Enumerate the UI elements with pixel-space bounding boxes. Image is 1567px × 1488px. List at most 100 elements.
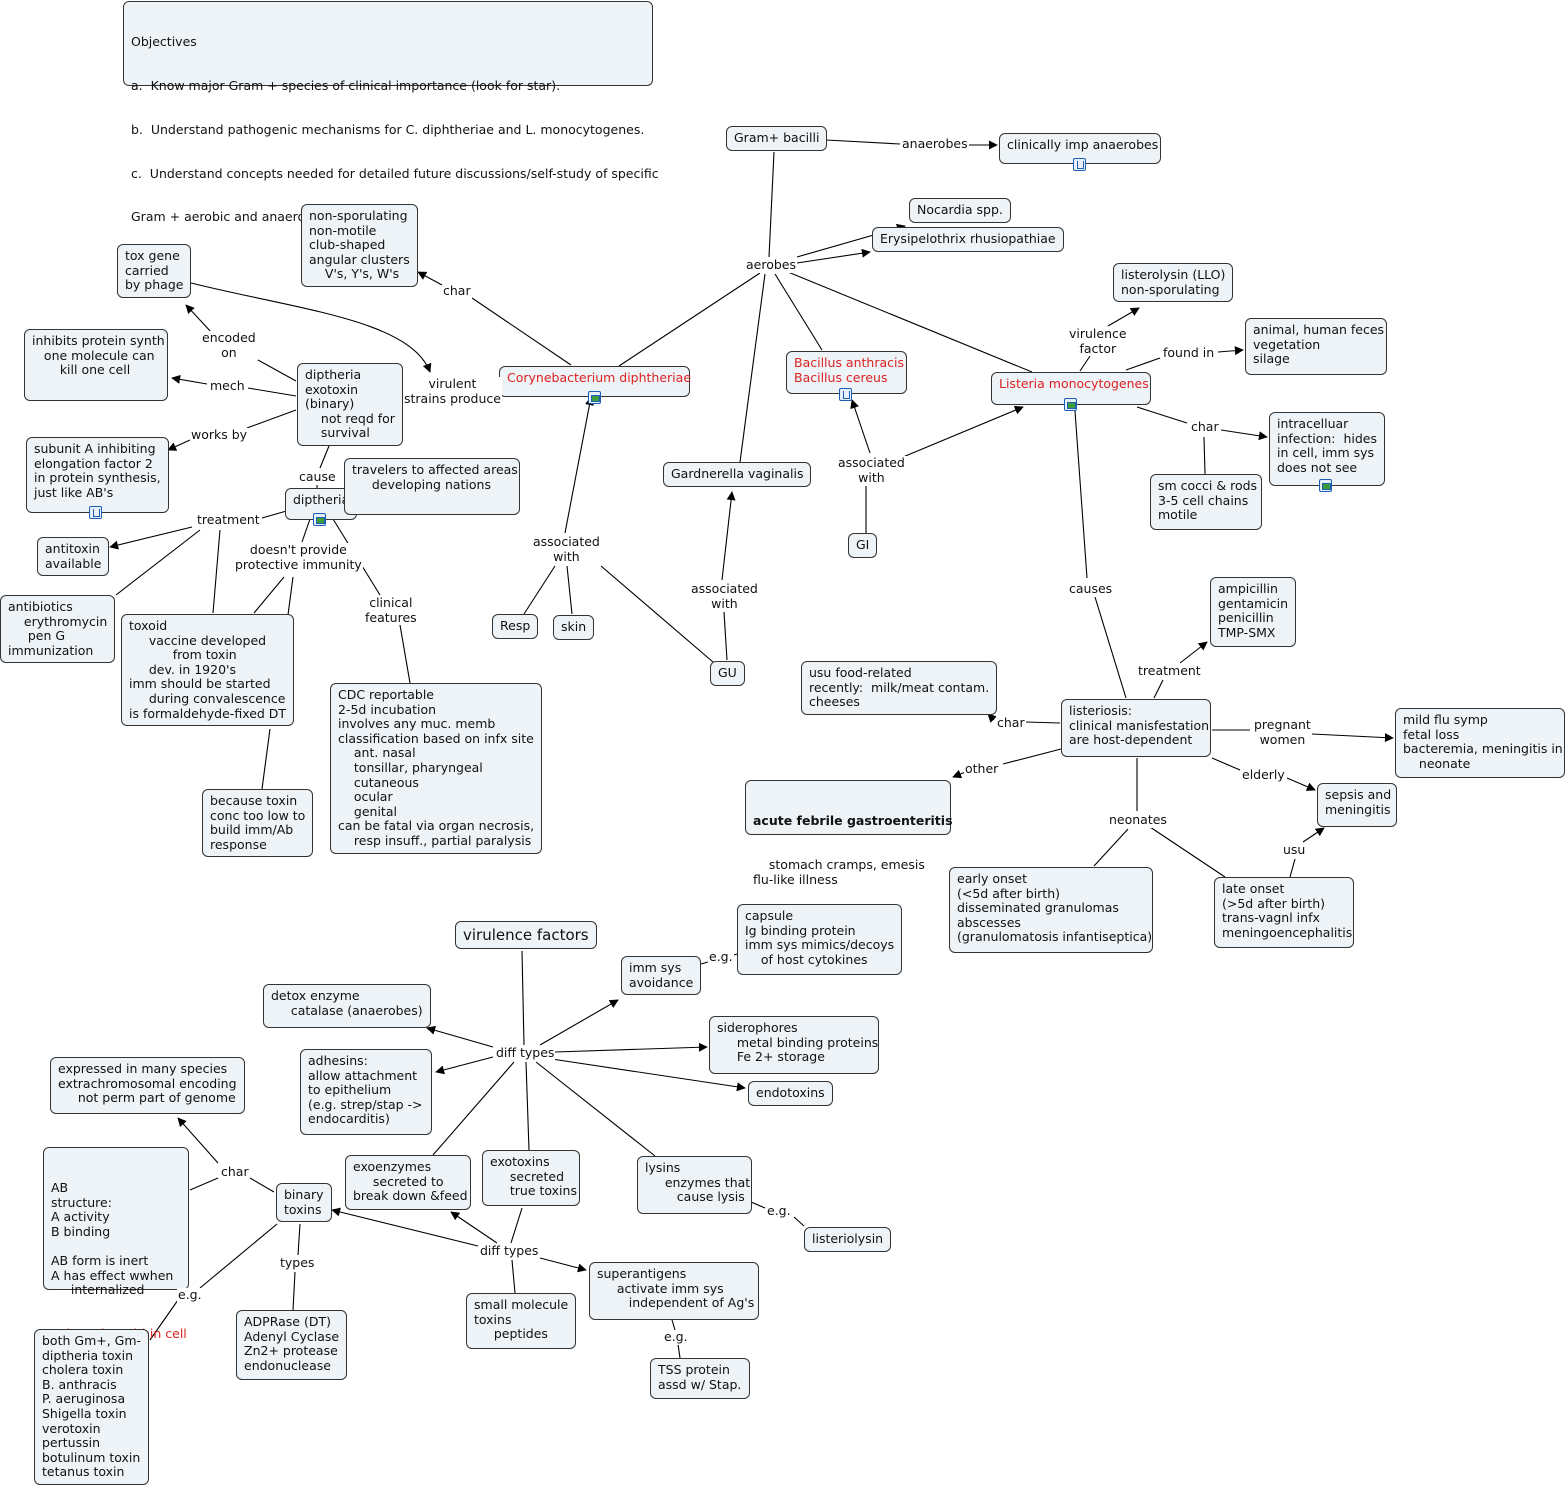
- image-attachment-icon[interactable]: [1064, 398, 1077, 411]
- label-char: char: [442, 283, 472, 299]
- label-works-by: works by: [190, 427, 249, 443]
- node-tss-protein[interactable]: TSS protein assd w/ Stap.: [650, 1358, 750, 1399]
- label-char: char: [1190, 419, 1220, 435]
- label-treatment: treatment: [196, 512, 261, 528]
- node-resp[interactable]: Resp: [492, 614, 539, 639]
- node-acute-febrile[interactable]: acute febrile gastroenteritis stomach cr…: [745, 780, 953, 886]
- node-food-related[interactable]: usu food-related recently: milk/meat con…: [801, 661, 998, 715]
- label-eg: e.g.: [766, 1203, 792, 1219]
- label-causes: causes: [1068, 581, 1114, 597]
- objectives-title: Objectives: [131, 34, 197, 50]
- label-cause: cause: [298, 469, 337, 485]
- node-antitoxin[interactable]: antitoxin available: [37, 537, 110, 577]
- node-inhibits-protein-synth[interactable]: inhibits protein synth one molecule can …: [24, 329, 168, 401]
- label-virulence-factor: virulence factor: [1068, 326, 1128, 357]
- label-usu: usu: [1282, 842, 1307, 858]
- label-neonates: neonates: [1108, 812, 1168, 828]
- label-eg: e.g.: [663, 1329, 689, 1345]
- node-late-onset[interactable]: late onset (>5d after birth) trans-vagnl…: [1214, 877, 1354, 948]
- node-antibiotics[interactable]: antibiotics erythromycin pen G immunizat…: [0, 595, 116, 664]
- node-lysins[interactable]: lysins enzymes that cause lysis: [637, 1156, 752, 1214]
- label-elderly: elderly: [1241, 767, 1286, 783]
- concept-map-link-icon[interactable]: [89, 506, 102, 519]
- node-intracellular[interactable]: intracelluar infection: hides in cell, i…: [1269, 412, 1385, 486]
- node-nocardia[interactable]: Nocardia spp.: [909, 198, 1011, 223]
- label-aerobes: aerobes: [745, 257, 797, 273]
- node-listeriolysin[interactable]: listeriolysin: [804, 1227, 892, 1252]
- image-attachment-icon[interactable]: [1319, 479, 1332, 492]
- node-corynebacterium[interactable]: Corynebacterium diphtheriae: [499, 366, 691, 397]
- acute-febrile-body: stomach cramps, emesis flu-like illness: [753, 856, 925, 887]
- node-adhesins[interactable]: adhesins: allow attachment to epithelium…: [300, 1049, 432, 1135]
- node-listeriosis[interactable]: listeriosis: clinical manisfestation are…: [1061, 699, 1211, 757]
- label-encoded-on: encoded on: [201, 330, 257, 361]
- label-diff-types: diff types: [495, 1045, 556, 1061]
- node-imm-sys-avoidance[interactable]: imm sys avoidance: [621, 956, 702, 996]
- node-gi[interactable]: GI: [848, 533, 878, 558]
- label-virulent-strains: virulent strains produce: [403, 376, 502, 407]
- label-other: other: [964, 761, 1000, 777]
- node-gardnerella[interactable]: Gardnerella vaginalis: [663, 462, 812, 487]
- node-because-toxin[interactable]: because toxin conc too low to build imm/…: [202, 789, 314, 858]
- label-clinical-features: clinical features: [364, 595, 418, 626]
- label-char: char: [220, 1164, 250, 1180]
- label-associated-with: associated with: [690, 581, 759, 612]
- node-subunit-a[interactable]: subunit A inhibiting elongation factor 2…: [26, 437, 169, 513]
- label-eg: e.g.: [177, 1287, 203, 1303]
- node-diptheria-exotoxin[interactable]: diptheria exotoxin (binary) not reqd for…: [297, 363, 403, 446]
- label-diff-types: diff types: [479, 1243, 540, 1259]
- objective-b: b. Understand pathogenic mechanisms for …: [131, 121, 645, 137]
- node-gram-bacilli[interactable]: Gram+ bacilli: [726, 126, 828, 151]
- image-attachment-icon[interactable]: [588, 391, 601, 404]
- node-ampicillin[interactable]: ampicillin gentamicin penicillin TMP-SMX: [1210, 577, 1297, 647]
- node-early-onset[interactable]: early onset (<5d after birth) disseminat…: [949, 867, 1153, 953]
- label-found-in: found in: [1162, 345, 1216, 361]
- node-listerolysin-llo[interactable]: listerolysin (LLO) non-sporulating: [1113, 263, 1234, 303]
- node-sm-cocci[interactable]: sm cocci & rods 3-5 cell chains motile: [1150, 474, 1262, 530]
- node-bacillus[interactable]: Bacillus anthracis Bacillus cereus: [786, 351, 907, 394]
- label-mech: mech: [209, 378, 246, 394]
- label-anaerobes: anaerobes: [901, 136, 969, 152]
- node-coryne-characteristics[interactable]: non-sporulating non-motile club-shaped a…: [301, 204, 418, 287]
- acute-febrile-title: acute febrile gastroenteritis: [753, 813, 953, 829]
- node-superantigens[interactable]: superantigens activate imm sys independe…: [589, 1262, 759, 1320]
- node-virulence-factors[interactable]: virulence factors: [455, 921, 597, 949]
- label-eg: e.g.: [708, 949, 734, 965]
- label-associated-with: associated with: [532, 534, 601, 565]
- node-both-gm[interactable]: both Gm+, Gm- diptheria toxin cholera to…: [34, 1329, 149, 1485]
- label-treatment: treatment: [1137, 663, 1202, 679]
- objective-c: c. Understand concepts needed for detail…: [131, 165, 659, 181]
- label-pregnant-women: pregnant women: [1253, 717, 1312, 748]
- node-skin[interactable]: skin: [553, 615, 595, 640]
- node-adprase[interactable]: ADPRase (DT) Adenyl Cyclase Zn2+ proteas…: [236, 1310, 348, 1380]
- concept-map-link-icon[interactable]: [839, 388, 852, 401]
- node-detox-enzyme[interactable]: detox enzyme catalase (anaerobes): [263, 984, 431, 1028]
- objective-a: a. Know major Gram + species of clinical…: [131, 77, 561, 93]
- node-gu[interactable]: GU: [710, 661, 745, 686]
- label-char: char: [996, 715, 1026, 731]
- node-ab-structure[interactable]: AB structure: A activity B binding AB fo…: [43, 1147, 189, 1341]
- node-expressed[interactable]: expressed in many species extrachromosom…: [50, 1057, 245, 1114]
- node-erysipelothrix[interactable]: Erysipelothrix rhusiopathiae: [872, 227, 1064, 252]
- node-travelers[interactable]: travelers to affected areas developing n…: [344, 458, 520, 515]
- node-capsule[interactable]: capsule Ig binding protein imm sys mimic…: [737, 904, 903, 975]
- objectives-box: Objectives a. Know major Gram + species …: [123, 1, 659, 224]
- node-sepsis-meningitis[interactable]: sepsis and meningitis: [1317, 783, 1397, 827]
- node-exotoxins[interactable]: exotoxins secreted true toxins: [482, 1150, 580, 1206]
- image-attachment-icon[interactable]: [313, 513, 326, 526]
- ab-structure-text: AB structure: A activity B binding AB fo…: [51, 1180, 174, 1298]
- node-small-molecule[interactable]: small molecule toxins peptides: [466, 1293, 577, 1349]
- node-mild-flu[interactable]: mild flu symp fetal loss bacteremia, men…: [1395, 708, 1565, 778]
- node-tox-gene[interactable]: tox gene carried by phage: [117, 244, 192, 298]
- node-toxoid[interactable]: toxoid vaccine developed from toxin dev.…: [121, 614, 295, 727]
- node-animal-feces[interactable]: animal, human feces vegetation silage: [1245, 318, 1387, 375]
- label-associated-with: associated with: [837, 455, 906, 486]
- node-endotoxins[interactable]: endotoxins: [748, 1081, 833, 1106]
- label-types: types: [279, 1255, 316, 1271]
- node-exoenzymes[interactable]: exoenzymes secreted to break down &feed: [345, 1155, 471, 1210]
- node-siderophores[interactable]: siderophores metal binding proteins Fe 2…: [709, 1016, 879, 1074]
- node-binary-toxins[interactable]: binary toxins: [276, 1183, 332, 1223]
- node-cdc-reportable[interactable]: CDC reportable 2-5d incubation involves …: [330, 683, 543, 854]
- concept-map-link-icon[interactable]: [1073, 158, 1086, 171]
